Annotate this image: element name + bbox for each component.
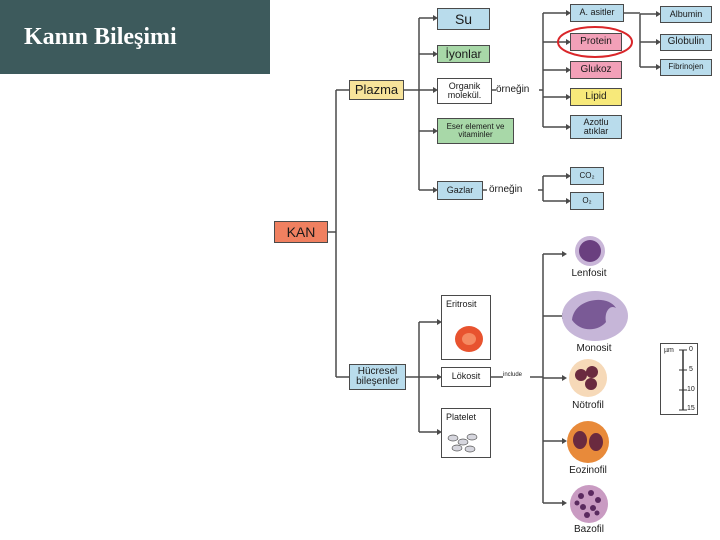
- monosit-label: Monosit: [576, 343, 612, 354]
- lenfosit-label: Lenfosit: [571, 268, 607, 279]
- eritrosit-image: [455, 326, 483, 352]
- title-banner: Kanın Bileşimi: [0, 0, 270, 74]
- lenfosit-image: [575, 236, 605, 266]
- protein-highlight: [557, 26, 633, 58]
- organik-node: Organik molekül.: [437, 78, 492, 104]
- ornegin-label-1: örneğin: [496, 84, 530, 95]
- scale-unit: µm: [664, 347, 674, 354]
- platelet-image: [447, 433, 478, 453]
- scale-tick-10: 10: [687, 386, 695, 393]
- scale-tick-5: 5: [689, 366, 693, 373]
- su-node: Su: [437, 8, 490, 30]
- azotlu-node: Azotlu atıklar: [570, 115, 622, 139]
- scale-tick-15: 15: [687, 405, 695, 412]
- hucresel-node: Hücresel bileşenler: [349, 364, 406, 390]
- eritrosit-label: Eritrosit: [446, 299, 477, 309]
- bazofil-image: [570, 485, 608, 523]
- include-label: include: [503, 372, 523, 378]
- a-asitler-node: A. asitler: [570, 4, 624, 22]
- eser-node: Eser element ve vitaminler: [437, 118, 514, 144]
- slide-title: Kanın Bileşimi: [24, 23, 177, 50]
- o2-node: O₂: [570, 192, 604, 210]
- eozinofil-label: Eozinofil: [569, 465, 607, 476]
- micrometer-scale: µm 0 5 10 15: [660, 343, 698, 415]
- plazma-node: Plazma: [349, 80, 404, 100]
- eozinofil-image: [567, 421, 609, 463]
- monosit-image: [562, 291, 628, 341]
- notrofil-label: Nötrofil: [572, 400, 604, 411]
- lokosit-node: Lökosit: [441, 367, 491, 387]
- lipid-node: Lipid: [570, 88, 622, 106]
- gazlar-node: Gazlar: [437, 181, 483, 200]
- platelet-label: Platelet: [446, 412, 477, 422]
- protein-node: Protein: [570, 33, 622, 51]
- scale-ruler: [679, 349, 687, 411]
- iyonlar-node: İyonlar: [437, 45, 490, 63]
- glukoz-node: Glukoz: [570, 61, 622, 79]
- ornegin-label-2: örneğin: [489, 184, 523, 195]
- globulin-node: Globulin: [660, 34, 712, 51]
- kan-node: KAN: [274, 221, 328, 243]
- scale-tick-0: 0: [689, 346, 693, 353]
- co2-node: CO₂: [570, 167, 604, 185]
- bazofil-label: Bazofil: [573, 524, 604, 535]
- albumin-node: Albumin: [660, 6, 712, 23]
- fibrinojen-node: Fibrinojen: [660, 59, 712, 76]
- notrofil-image: [569, 359, 607, 397]
